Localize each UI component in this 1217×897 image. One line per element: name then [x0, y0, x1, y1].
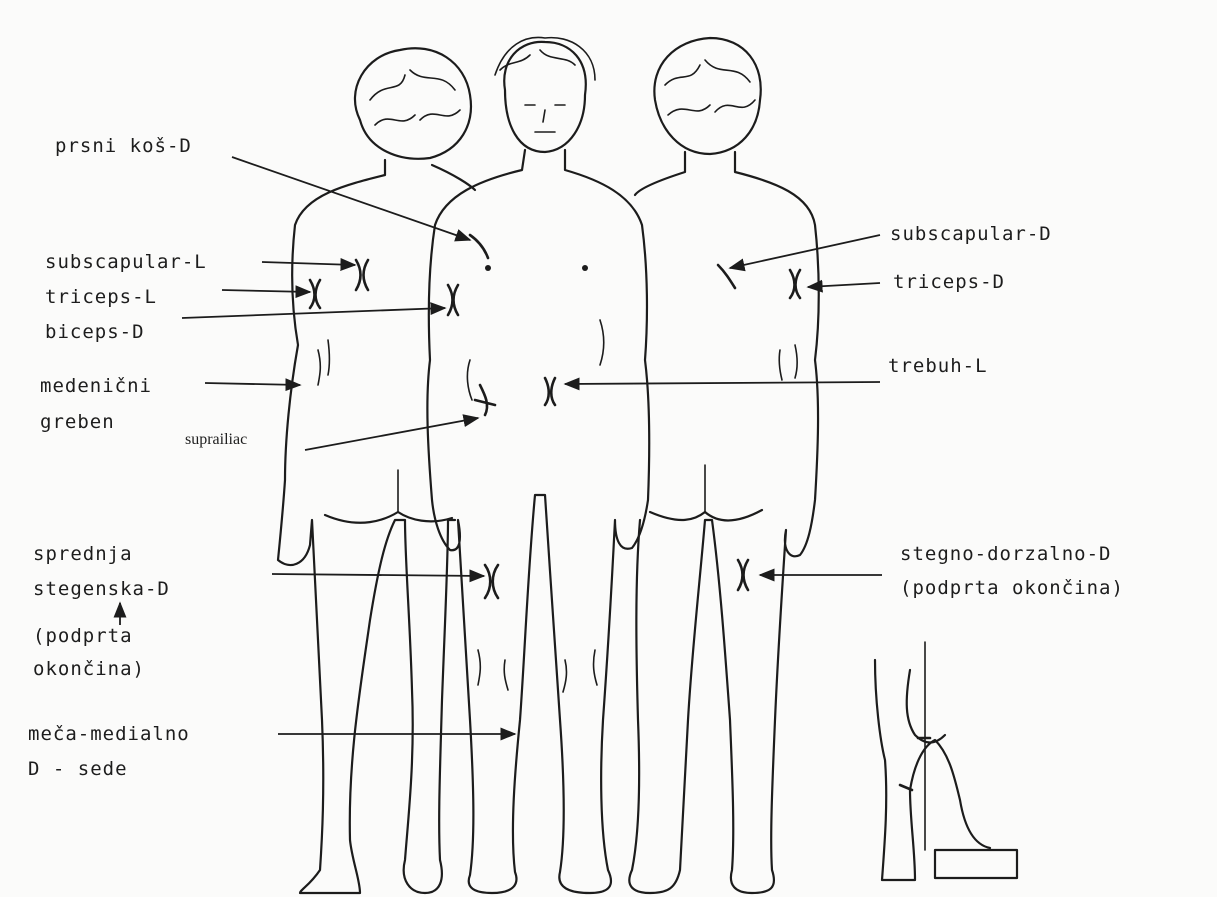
- buttocks-right: [650, 510, 762, 520]
- label-biceps-d: biceps-D: [45, 321, 145, 343]
- skinfold-site-marks: [310, 235, 800, 598]
- arrow-prsni-kos: [232, 157, 470, 240]
- label-prsni-kos: prsni koš-D: [55, 135, 192, 157]
- label-triceps-l: triceps-L: [45, 286, 157, 308]
- arrow-biceps-d: [182, 308, 445, 318]
- head-center: [504, 42, 586, 152]
- label-suprailiac: suprailiac: [185, 431, 247, 448]
- arrow-trebuh-l: [565, 382, 880, 384]
- back-view-figure-left: [278, 48, 475, 893]
- front-view-figure-center: [427, 37, 649, 893]
- arrow-medenicni: [205, 383, 300, 385]
- hair-right: [654, 38, 760, 154]
- torso-center: [427, 150, 649, 893]
- torso-right: [629, 152, 818, 893]
- label-stegno-dorzalno: stegno-dorzalno-D: [900, 543, 1111, 565]
- label-sprednja: sprednja: [33, 543, 133, 565]
- inset-seated-leg: [875, 642, 1017, 880]
- label-trebuh-l: trebuh-L: [888, 355, 988, 377]
- torso-left: [278, 160, 455, 893]
- arrow-subscapular-l: [262, 262, 355, 265]
- label-medenicni: medenični: [40, 375, 152, 397]
- arrow-subscapular-d: [730, 235, 880, 268]
- back-view-figure-right: [629, 38, 818, 893]
- label-podprta-open: (podprta: [33, 625, 133, 647]
- labels: prsni koš-D subscapular-L triceps-L bice…: [28, 135, 1124, 780]
- label-podprta-okoncina: (podprta okončina): [900, 577, 1124, 599]
- label-stegenska-d: stegenska-D: [33, 578, 170, 600]
- hair-left: [355, 48, 471, 159]
- arrow-sprednja: [272, 574, 484, 576]
- label-subscapular-d: subscapular-D: [890, 223, 1052, 245]
- label-meca-medialno: meča-medialno: [28, 723, 190, 745]
- label-triceps-d: triceps-D: [893, 271, 1005, 293]
- label-d-sede: D - sede: [28, 758, 128, 780]
- label-greben: greben: [40, 411, 115, 433]
- label-okoncina-close: okončina): [33, 658, 145, 680]
- arrow-suprailiac: [305, 418, 478, 450]
- label-subscapular-l: subscapular-L: [45, 251, 207, 273]
- arrow-triceps-l: [222, 290, 310, 292]
